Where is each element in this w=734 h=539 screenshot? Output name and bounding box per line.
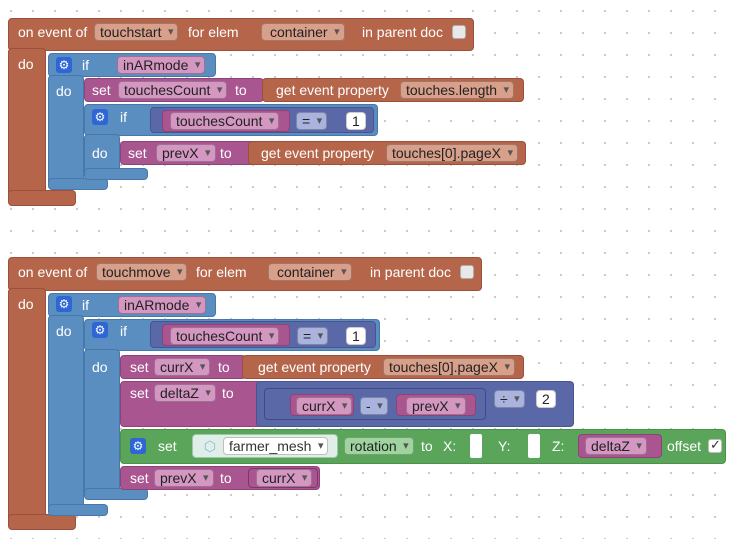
divide-operator-dropdown[interactable]: ÷ [494,390,525,408]
event-type-dropdown[interactable]: touchmove [96,263,188,281]
set-label: set [130,359,149,375]
to-label: to [220,145,232,161]
to-label: to [220,470,232,486]
set-label: set [92,82,111,98]
if-label: if [82,297,89,313]
event-property-dropdown[interactable]: touches.length [400,81,515,99]
touchmove-event-footer [8,514,76,530]
in-parent-doc-label: in parent doc [362,24,443,40]
compare-variable-dropdown[interactable]: touchesCount [170,327,280,345]
mesh-selector[interactable]: ⬡ farmer_mesh [192,434,338,458]
variable-dropdown[interactable]: currX [154,358,211,376]
event-on-label: on event of [18,264,88,280]
to-label: to [421,438,433,454]
touchmove-event-block[interactable] [8,257,482,291]
gear-icon[interactable]: ⚙ [56,296,72,312]
element-dropdown[interactable]: container [268,263,352,281]
touchstart-event-footer [8,190,76,206]
gear-icon[interactable]: ⚙ [130,438,146,454]
mesh-property-dropdown[interactable]: rotation [344,437,414,455]
variable-dropdown[interactable]: touchesCount [118,81,228,99]
x-label: X: [443,438,457,454]
gear-icon[interactable]: ⚙ [92,109,108,125]
divide-number-field[interactable]: 2 [536,390,556,408]
event-on-label: on event of [18,24,88,40]
variable-dropdown[interactable]: prevX [154,469,214,487]
compare-operator-dropdown[interactable]: = [297,327,329,345]
to-label: to [222,385,234,401]
compare-number-field[interactable]: 1 [346,327,366,345]
variable-dropdown[interactable]: deltaZ [154,384,216,402]
do-label: do [56,323,72,339]
offset-label: offset [667,438,701,454]
do-label: do [18,296,34,312]
compare-number-field[interactable]: 1 [346,112,366,130]
if-block-footer [48,504,108,516]
to-label: to [218,359,230,375]
set-label: set [158,438,177,454]
set-label: set [130,470,149,486]
touchstart-event-block[interactable] [8,18,474,51]
if-block-spine [48,315,84,513]
in-parent-doc-label: in parent doc [370,264,451,280]
event-type-dropdown[interactable]: touchstart [94,23,179,41]
in-parent-doc-checkbox[interactable] [460,265,474,279]
gear-icon[interactable]: ⚙ [56,57,72,73]
touchmove-event-spine [8,288,46,524]
gear-icon[interactable]: ⚙ [92,322,108,338]
subtract-right-dropdown[interactable]: prevX [406,397,466,415]
offset-checkbox[interactable] [708,437,722,453]
if-block-spine [48,75,84,187]
variable-dropdown[interactable]: prevX [156,144,216,162]
compare-operator-dropdown[interactable]: = [296,112,328,130]
do-label: do [92,359,108,375]
z-value-dropdown[interactable]: deltaZ [585,437,647,455]
currx-value-dropdown[interactable]: currX [256,469,313,487]
do-label: do [18,56,34,72]
nested-if-footer [84,168,148,180]
y-label: Y: [498,438,511,454]
cube-icon: ⬡ [203,438,217,454]
if-label: if [120,323,127,339]
to-label: to [235,82,247,98]
if-block-footer [48,178,108,190]
do-label: do [56,83,72,99]
event-property-dropdown[interactable]: touches[0].pageX [386,144,518,162]
mesh-dropdown[interactable]: farmer_mesh [223,437,329,455]
nested-if-spine [84,349,120,495]
event-property-dropdown[interactable]: touches[0].pageX [383,358,515,376]
get-event-property-label: get event property [261,145,374,161]
nested-if-footer [84,488,148,500]
get-event-property-label: get event property [258,359,371,375]
element-dropdown[interactable]: container [261,23,345,41]
set-label: set [130,385,149,401]
x-value-slot[interactable] [470,434,482,458]
subtract-left-dropdown[interactable]: currX [296,397,353,415]
condition-variable-dropdown[interactable]: inARmode [118,296,207,314]
condition-variable-dropdown[interactable]: inARmode [117,56,206,74]
if-label: if [82,57,89,73]
touchstart-event-spine [8,48,46,200]
for-elem-label: for elem [188,24,239,40]
in-parent-doc-checkbox[interactable] [452,25,466,39]
subtract-operator-dropdown[interactable]: - [360,397,388,415]
z-label: Z: [552,438,565,454]
y-value-slot[interactable] [528,434,540,458]
compare-variable-dropdown[interactable]: touchesCount [170,112,280,130]
for-elem-label: for elem [196,264,247,280]
set-label: set [128,145,147,161]
if-label: if [120,109,127,125]
do-label: do [92,145,108,161]
get-event-property-label: get event property [276,82,389,98]
